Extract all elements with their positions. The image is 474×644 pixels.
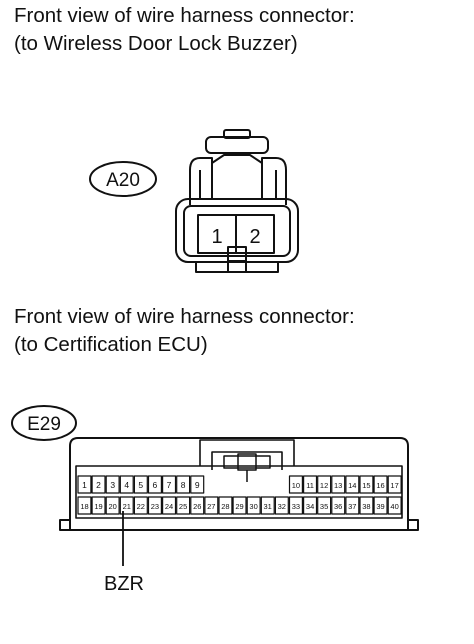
connector-a-caption-line2: (to Wireless Door Lock Buzzer) xyxy=(14,32,298,55)
bzr-terminal-label: BZR xyxy=(104,573,144,595)
connector-e-pin-16-label: 16 xyxy=(376,481,384,490)
connector-e-pin-7-cell xyxy=(162,475,177,494)
connector-e-pin-19-label: 19 xyxy=(94,502,102,511)
connector-e-pin-1-cell xyxy=(77,475,92,494)
connector-e-caption-line1: Front view of wire harness connector: xyxy=(14,305,355,328)
connector-e-pin-13-label: 13 xyxy=(334,481,342,490)
connector-e-pin-11-label: 11 xyxy=(306,481,314,490)
connector-e-pin-10-label: 10 xyxy=(292,481,300,490)
connector-e-pin-11-cell xyxy=(303,475,318,494)
connector-e-pin-34-label: 34 xyxy=(306,502,314,511)
connector-e-pin-4-label: 4 xyxy=(124,480,129,490)
connector-e-pin-27-cell xyxy=(204,496,219,515)
connector-e-pin-35-label: 35 xyxy=(320,502,328,511)
connector-e-pin-28-cell xyxy=(218,496,233,515)
connector-e-pin-22-label: 22 xyxy=(137,502,145,511)
connector-e-pin-21-cell xyxy=(119,496,134,515)
connector-e-pin-2-cell xyxy=(91,475,106,494)
connector-e-pin-12-label: 12 xyxy=(320,481,328,490)
connector-e-pin-12-cell xyxy=(317,475,332,494)
connector-e-pin-29-cell xyxy=(232,496,247,515)
connector-e-pin-24-label: 24 xyxy=(165,502,173,511)
connector-e-pin-27-label: 27 xyxy=(207,502,215,511)
connector-e-pin-4-cell xyxy=(119,475,134,494)
connector-e-pin-38-label: 38 xyxy=(362,502,370,511)
connector-e-caption: Front view of wire harness connector: (t… xyxy=(14,303,355,359)
connector-e-pin-33-label: 33 xyxy=(292,502,300,511)
connector-e-pin-13-cell xyxy=(331,475,346,494)
connector-e-pin-37-cell xyxy=(345,496,360,515)
connector-e-pin-5-cell xyxy=(133,475,148,494)
connector-e-pin-23-label: 23 xyxy=(151,502,159,511)
connector-e-pin-39-label: 39 xyxy=(376,502,384,511)
connector-e-pin-33-cell xyxy=(288,496,303,515)
connector-a-caption-line1: Front view of wire harness connector: xyxy=(14,4,355,27)
connector-e-id-label: E29 xyxy=(27,414,61,435)
connector-e-pin-9-cell xyxy=(190,475,205,494)
connector-e-pin-3-label: 3 xyxy=(110,480,115,490)
connector-e-pin-1-label: 1 xyxy=(82,480,87,490)
connector-e-pin-40-cell xyxy=(387,496,402,515)
connector-e-pin-14-label: 14 xyxy=(348,481,356,490)
connector-a-id-label: A20 xyxy=(106,170,140,191)
connector-e-pin-31-cell xyxy=(260,496,275,515)
connector-e-pin-17-cell xyxy=(387,475,402,494)
connector-a-caption: Front view of wire harness connector: (t… xyxy=(14,2,355,58)
connector-e-pin-20-cell xyxy=(105,496,120,515)
connector-e-pin-26-label: 26 xyxy=(193,502,201,511)
connector-a-pin-1: 1 xyxy=(211,226,222,248)
connector-e-pin-8-label: 8 xyxy=(181,480,186,490)
connector-e-pin-37-label: 37 xyxy=(348,502,356,511)
connector-e-pin-16-cell xyxy=(373,475,388,494)
connector-e-pin-26-cell xyxy=(190,496,205,515)
connector-e-pin-5-label: 5 xyxy=(138,480,143,490)
connector-e-pin-7-label: 7 xyxy=(167,480,172,490)
connector-e-body xyxy=(59,437,419,531)
connector-e-pin-25-cell xyxy=(176,496,191,515)
connector-e-pin-40-label: 40 xyxy=(390,502,398,511)
connector-e-pin-28-label: 28 xyxy=(221,502,229,511)
connector-e-pin-18-label: 18 xyxy=(80,502,88,511)
connector-e-pin-29-label: 29 xyxy=(235,502,243,511)
connector-e-pin-9-label: 9 xyxy=(195,480,200,490)
connector-e-pin-35-cell xyxy=(317,496,332,515)
connector-e-pin-25-label: 25 xyxy=(179,502,187,511)
connector-e-pin-34-cell xyxy=(303,496,318,515)
connector-e-pin-19-cell xyxy=(91,496,106,515)
connector-e-pin-2-label: 2 xyxy=(96,480,101,490)
connector-e-pin-14-cell xyxy=(345,475,360,494)
connector-e-pin-18-cell xyxy=(77,496,92,515)
connector-a-id-badge xyxy=(89,161,157,197)
connector-e-pin-17-label: 17 xyxy=(390,481,398,490)
connector-e-pin-36-cell xyxy=(331,496,346,515)
connector-e-pin-20-label: 20 xyxy=(109,502,117,511)
connector-e-pin-23-cell xyxy=(147,496,162,515)
connector-e-pin-32-cell xyxy=(274,496,289,515)
connector-e-pin-8-cell xyxy=(176,475,191,494)
connector-e-pin-22-cell xyxy=(133,496,148,515)
connector-e-pin-36-label: 36 xyxy=(334,502,342,511)
connector-e-pin-31-label: 31 xyxy=(264,502,272,511)
connector-e-pin-6-label: 6 xyxy=(153,480,158,490)
connector-e-pin-38-cell xyxy=(359,496,374,515)
connector-e-pin-15-cell xyxy=(359,475,374,494)
connector-e-pin-39-cell xyxy=(373,496,388,515)
connector-e-pin-10-cell xyxy=(288,475,303,494)
connector-e-pin-32-label: 32 xyxy=(278,502,286,511)
connector-e-caption-line2: (to Certification ECU) xyxy=(14,333,208,356)
connector-e-pin-30-label: 30 xyxy=(249,502,257,511)
connector-e-id-badge xyxy=(11,405,77,441)
connector-e-pin-24-cell xyxy=(162,496,177,515)
connector-e-pin-15-label: 15 xyxy=(362,481,370,490)
connector-a-body xyxy=(175,129,299,273)
connector-e-pin-6-cell xyxy=(147,475,162,494)
connector-a-pin-2: 2 xyxy=(249,226,260,248)
connector-e-pin-3-cell xyxy=(105,475,120,494)
connector-e-pin-30-cell xyxy=(246,496,261,515)
connector-e-pin-21-label: 21 xyxy=(123,502,131,511)
